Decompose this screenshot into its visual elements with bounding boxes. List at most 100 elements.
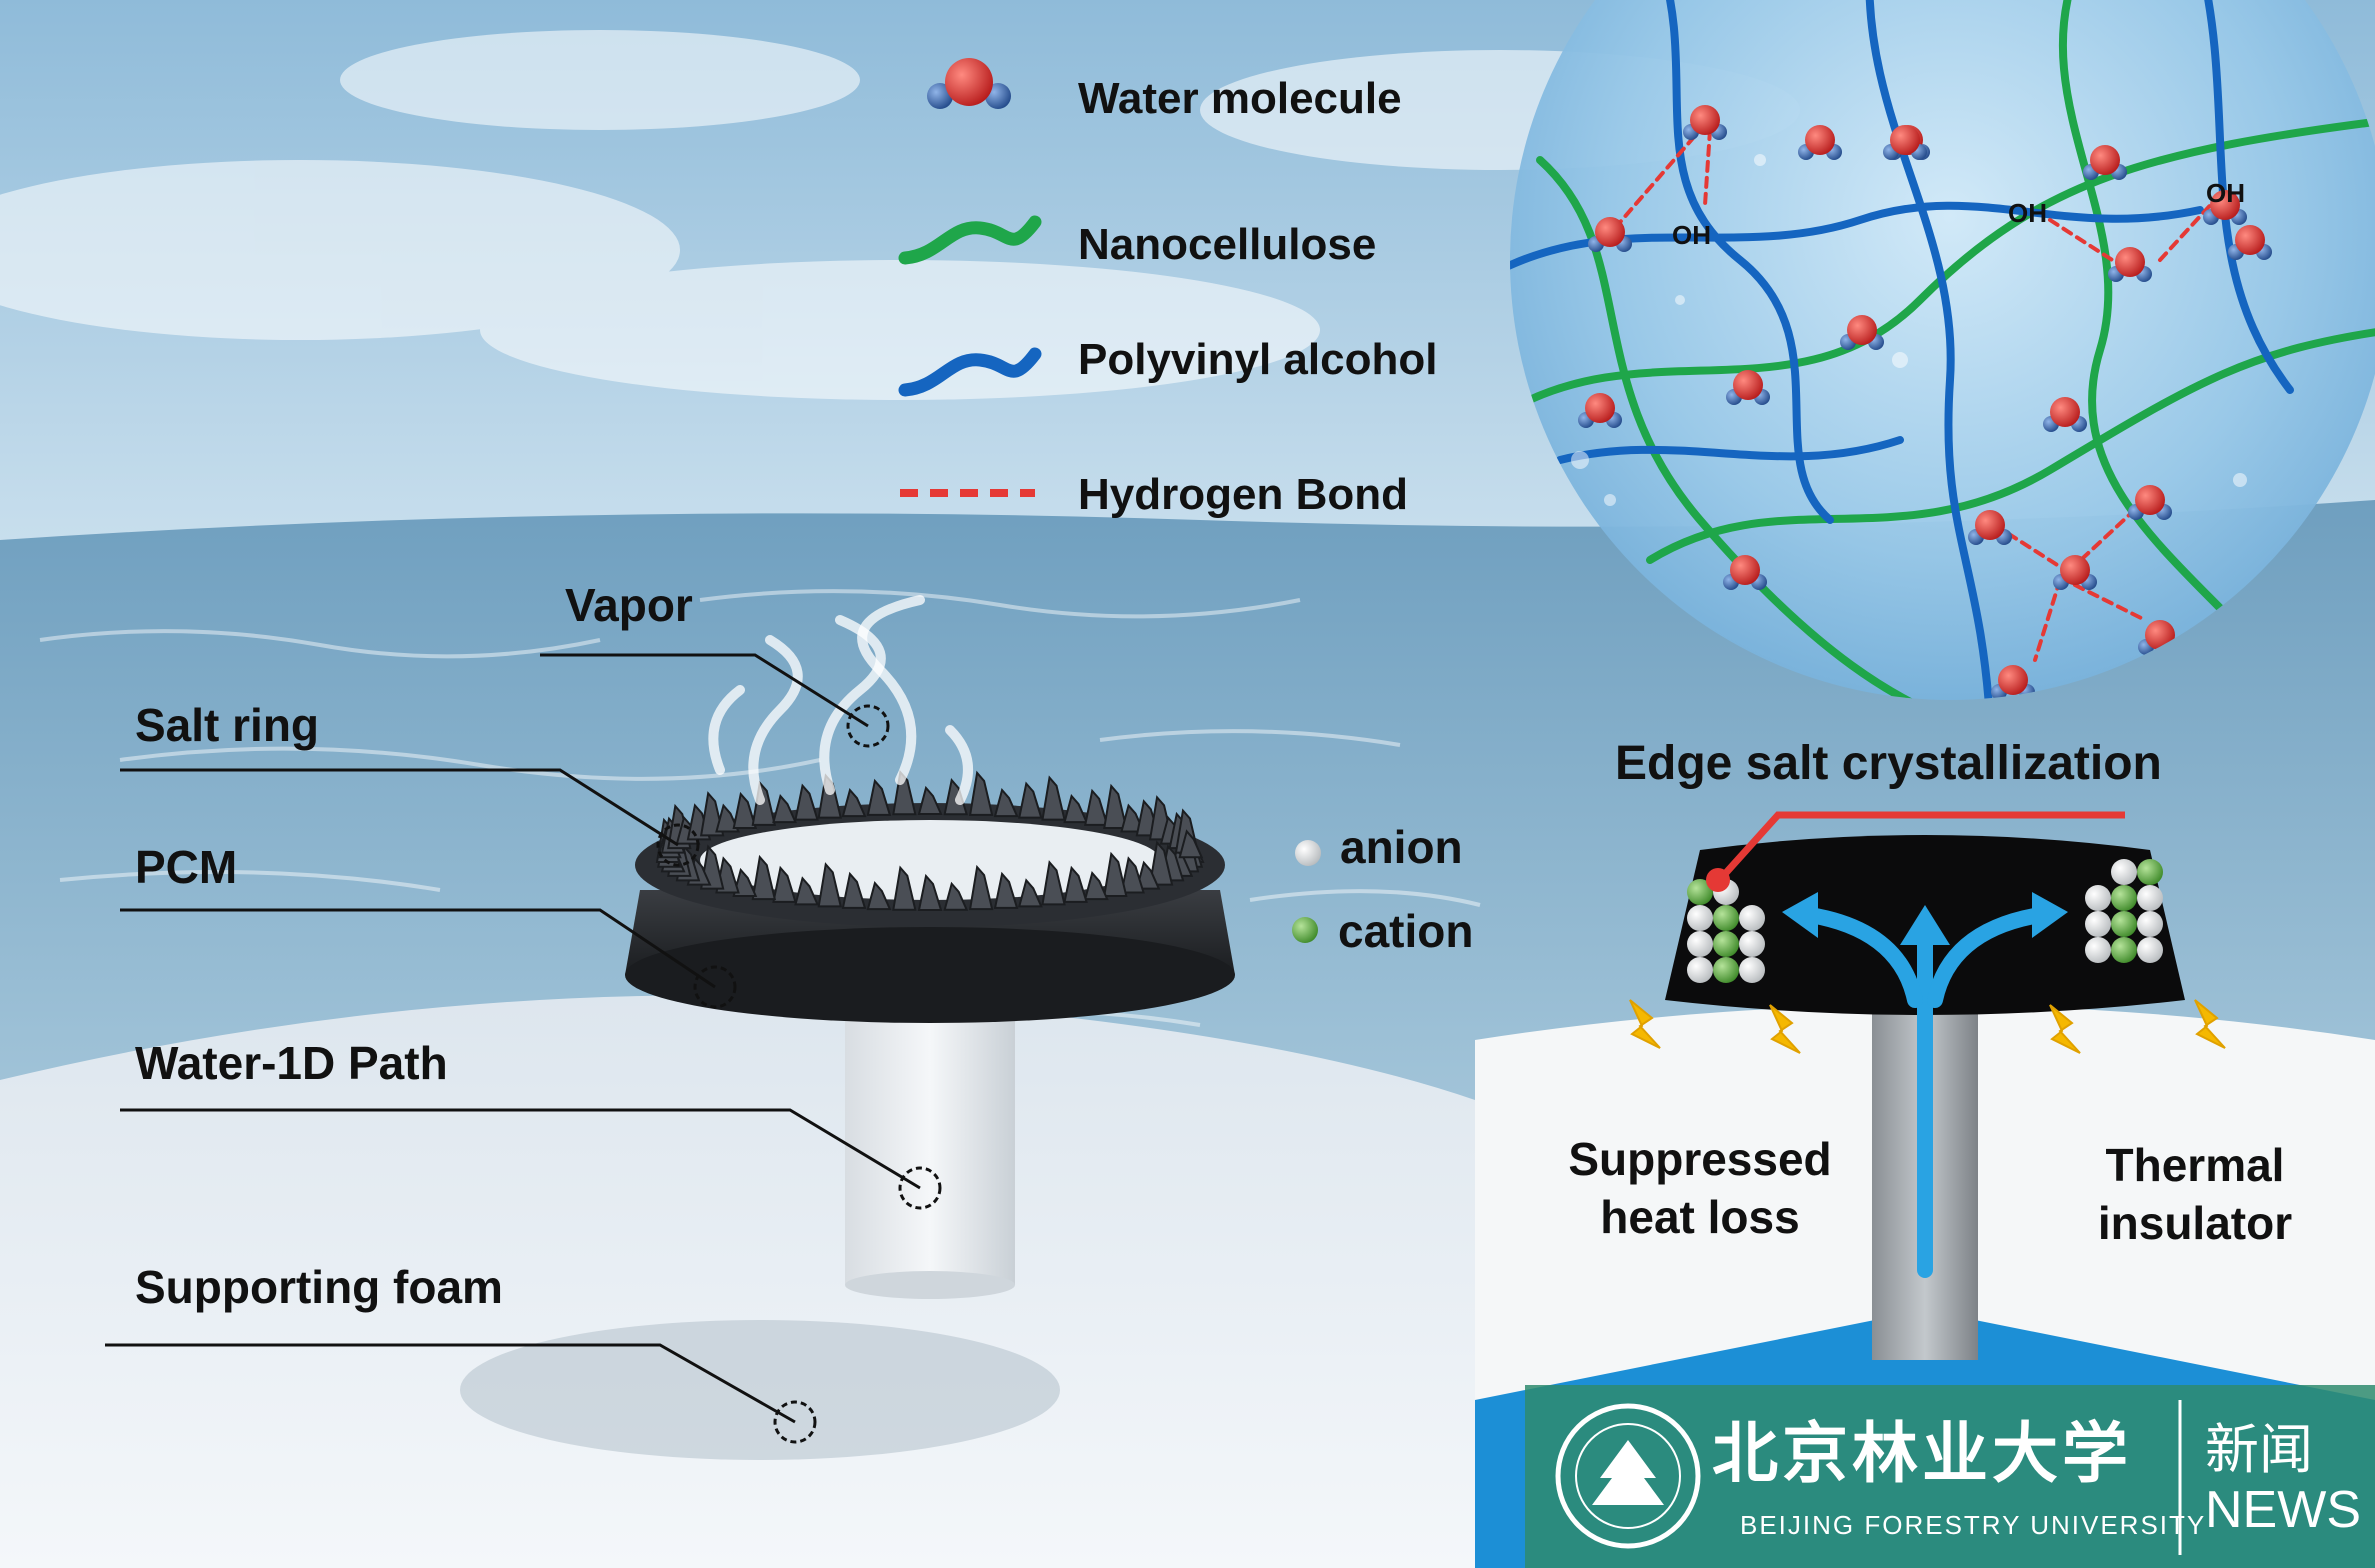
anion-ion: [1687, 957, 1713, 983]
watermark-news-en: NEWS: [2205, 1481, 2361, 1539]
salt-crystal: [732, 867, 758, 897]
salt-crystal: [1148, 840, 1174, 886]
vapor-plume: [708, 595, 973, 805]
salt-crystal: [1063, 794, 1089, 824]
salt-crystal: [1083, 871, 1109, 901]
water-molecule: [2203, 190, 2247, 225]
salt-crystal: [1083, 788, 1109, 826]
pcm-disc-bottom: [625, 927, 1235, 1023]
edge-salt-crystals: [1687, 859, 2163, 983]
salt-crystal: [794, 876, 820, 906]
salt-crystal: [1018, 781, 1043, 819]
polyvinyl-alcohol-strand-icon: [898, 347, 1042, 397]
stem-shadow: [460, 1320, 1060, 1460]
salt-crystal: [917, 785, 943, 815]
salt-crystal: [772, 865, 797, 903]
anion-ion: [1739, 931, 1765, 957]
vapor-leader: [540, 653, 869, 728]
evaporator-device: [625, 595, 1235, 1299]
cation-ion: [1713, 905, 1739, 931]
salt-crystal: [993, 788, 1019, 818]
water-molecule: [2043, 397, 2087, 432]
thermal-insulator-line1: Thermal: [2105, 1139, 2285, 1191]
salt-crystal: [751, 854, 777, 901]
crystallization-pointer: [1712, 811, 2125, 888]
water-molecule: [1968, 510, 2012, 545]
salt-crystal: [1041, 860, 1066, 906]
legend-label-hydrogen-bond: Hydrogen Bond: [1078, 470, 1408, 519]
salt-crystal: [841, 871, 867, 909]
suppressed-heat-loss-line2: heat loss: [1600, 1191, 1800, 1243]
vapor-marker: [846, 704, 890, 748]
anion-icon: [1295, 840, 1321, 866]
anion-ion: [2137, 885, 2163, 911]
water-molecule: [1883, 125, 1927, 160]
salt-crystal: [1041, 775, 1066, 821]
anion-ion: [2085, 885, 2111, 911]
watermark-english-name: BEIJING FORESTRY UNIVERSITY: [1740, 1510, 2207, 1540]
cation-ion: [2111, 937, 2137, 963]
salt-ring-label: Salt ring: [135, 699, 320, 751]
salt-crystal: [968, 770, 994, 816]
water-molecule: [1588, 217, 1632, 252]
network-hydrogen-bonds: [1613, 128, 2217, 662]
crystallization-title: Edge salt crystallization: [1615, 737, 2162, 790]
salt-crystal: [715, 803, 741, 833]
salt-crystal: [968, 864, 994, 911]
water-molecule: [1683, 105, 1727, 140]
watermark-news-cn: 新闻: [2205, 1420, 2313, 1480]
cation-label: cation: [1338, 905, 1474, 957]
pcm-marker: [693, 965, 737, 1009]
crystallization-point: [1706, 868, 1730, 892]
salt-crystal: [732, 791, 758, 830]
anion-ion: [2137, 911, 2163, 937]
water-molecule: [2108, 247, 2152, 282]
water-molecule: [2083, 145, 2127, 180]
heat-loss-bolts: [1629, 999, 2226, 1054]
network-water-molecules: [1578, 105, 2272, 700]
legend-label-polyvinyl-alcohol: Polyvinyl alcohol: [1078, 335, 1438, 384]
water-flow-arrowheads: [1782, 892, 2068, 945]
salt-crystal: [772, 794, 797, 824]
cation-ion: [2111, 885, 2137, 911]
water-molecule: [2053, 555, 2097, 590]
water-molecule: [1723, 555, 1767, 590]
ring-center: [700, 820, 1160, 900]
salt-ring-marker: [656, 823, 700, 867]
suppressed-heat-loss-label: Suppressed heat loss: [1545, 1130, 1855, 1246]
water-molecule: [2128, 485, 2172, 520]
anion-ion: [1687, 931, 1713, 957]
salt-crystal: [892, 865, 917, 911]
legend-label-water-molecule: Water molecule: [1078, 74, 1402, 123]
supporting-foam-marker: [773, 1400, 817, 1444]
cation-ion: [2111, 911, 2137, 937]
stem-base: [845, 1271, 1015, 1299]
cation-ion: [1713, 931, 1739, 957]
salt-ring-crystals: [655, 769, 1205, 911]
salt-crystal: [917, 873, 943, 911]
anion-ion: [1687, 905, 1713, 931]
salt-crystal: [817, 862, 842, 908]
oh-label: OH: [2008, 198, 2047, 228]
water-path-leader: [120, 1108, 921, 1190]
thermal-insulator-line2: insulator: [2097, 1197, 2293, 1249]
salt-crystal: [1103, 851, 1128, 897]
salt-crystal: [1063, 865, 1088, 903]
cation-ion: [1687, 879, 1713, 905]
oh-label: OH: [2206, 178, 2245, 208]
supporting-foam-label: Supporting foam: [135, 1261, 503, 1313]
salt-crystal: [866, 881, 892, 911]
cation-ion: [2137, 859, 2163, 885]
water-path-stem: [845, 1015, 1015, 1285]
salt-crystal: [794, 783, 819, 821]
water-flow-arrows: [1802, 907, 2048, 1278]
seal-tree-icon: [1592, 1440, 1664, 1505]
callout-leaders: [105, 653, 942, 1444]
university-seal-inner: [1575, 1423, 1681, 1529]
anion-ion: [2137, 937, 2163, 963]
salt-crystal: [1135, 860, 1161, 890]
salt-crystal: [993, 871, 1019, 909]
supporting-foam-leader: [105, 1343, 796, 1424]
salt-crystal: [1017, 878, 1043, 908]
